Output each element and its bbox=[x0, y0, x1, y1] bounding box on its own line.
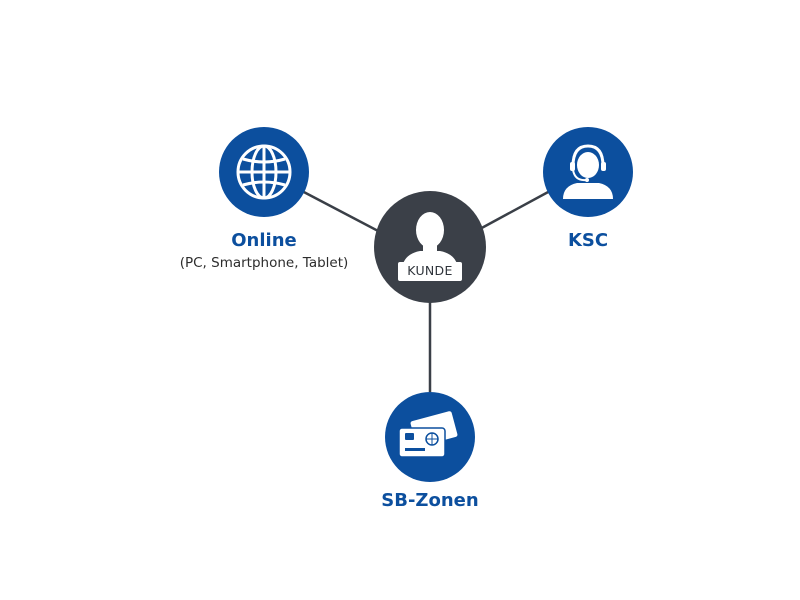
ksc-label: KSC bbox=[567, 230, 609, 251]
node-ksc bbox=[543, 127, 633, 217]
node-online bbox=[219, 127, 309, 217]
headset-agent-icon bbox=[563, 144, 613, 199]
connector-ksc bbox=[477, 189, 551, 232]
online-sublabel: (PC, Smartphone, Tablet) bbox=[179, 255, 349, 271]
cards-icon bbox=[398, 409, 459, 458]
connector-online bbox=[299, 188, 383, 235]
node-sb-zonen bbox=[385, 392, 475, 482]
kunde-badge bbox=[398, 262, 462, 281]
kunde-label: KUNDE bbox=[407, 263, 453, 278]
node-kunde bbox=[374, 191, 486, 303]
online-label: Online bbox=[231, 230, 297, 251]
sb-zonen-label: SB-Zonen bbox=[381, 490, 479, 511]
globe-icon bbox=[236, 144, 292, 200]
